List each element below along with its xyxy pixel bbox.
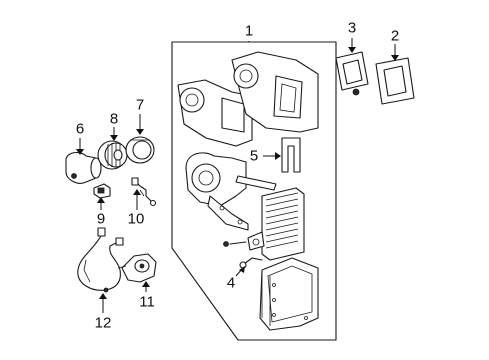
part-10-harness [131, 177, 157, 207]
leader-lines [76, 38, 399, 313]
part-11-actuator [117, 253, 157, 283]
callout-10: 10 [127, 210, 145, 228]
part-9-resistor [93, 183, 111, 199]
part-7-ring [125, 136, 155, 164]
callout-5: 5 [249, 147, 259, 165]
evaporator-core [223, 187, 305, 261]
upper-housing-left [177, 79, 253, 147]
part-12-wiring [77, 227, 124, 293]
assembly-bracket-outline [171, 41, 337, 341]
part-5-clip [281, 137, 301, 173]
lower-case-tray [259, 257, 319, 331]
part-4-drain [239, 257, 263, 269]
callout-12: 12 [94, 314, 112, 332]
part-2-gasket [375, 57, 415, 105]
callout-4: 4 [226, 274, 236, 292]
upper-housing-right [231, 51, 319, 133]
part-8-blower-wheel [97, 140, 128, 170]
callout-7: 7 [135, 96, 145, 114]
lower-blower-housing [185, 152, 249, 231]
callout-2: 2 [390, 27, 400, 45]
callout-9: 9 [96, 210, 106, 228]
callout-3: 3 [347, 19, 357, 37]
callout-11: 11 [139, 293, 155, 311]
part-6-blower-motor [65, 151, 102, 184]
callout-8: 8 [109, 110, 119, 128]
callout-6: 6 [75, 120, 85, 138]
callout-1: 1 [244, 22, 254, 40]
filter-strip [235, 175, 277, 191]
part-3-seal [335, 51, 369, 96]
